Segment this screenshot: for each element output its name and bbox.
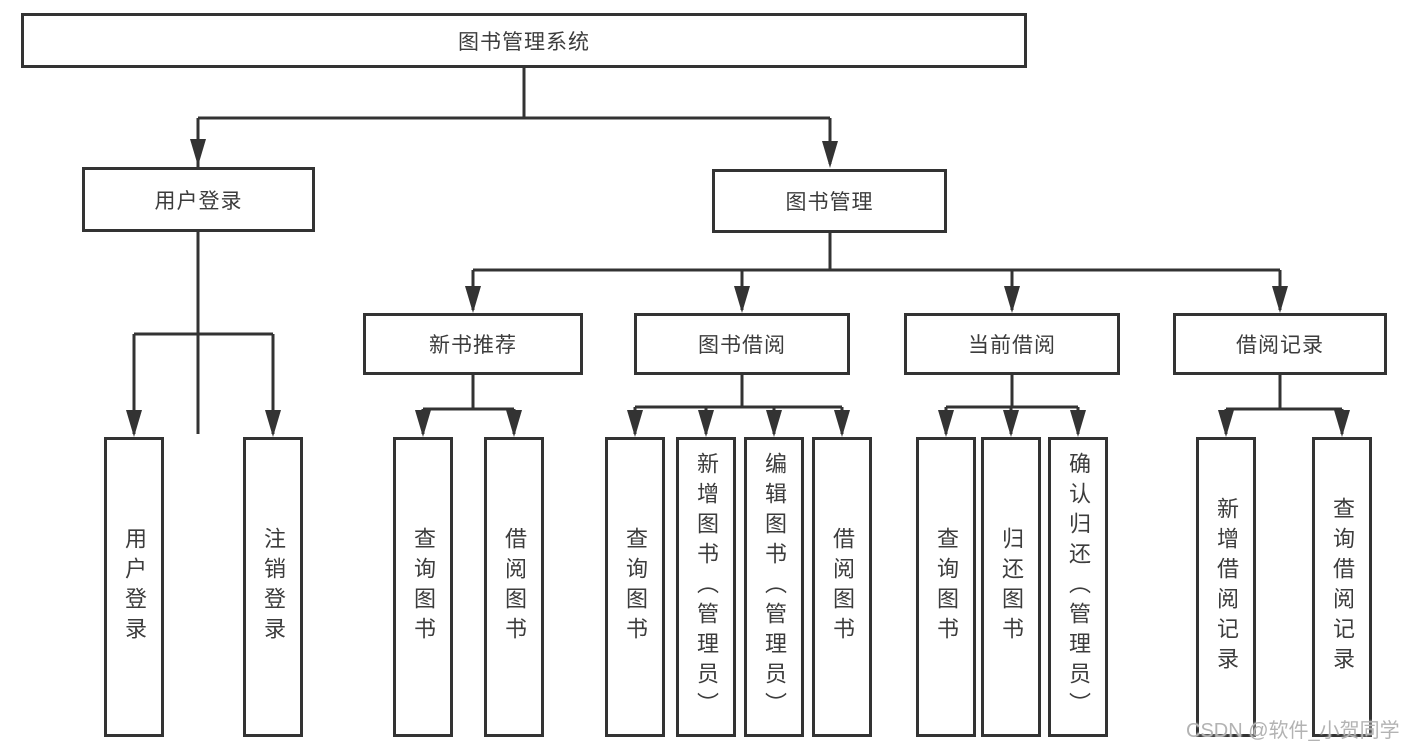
leaf-edit-books-admin: 编辑图书（管理员） <box>744 437 804 737</box>
csdn-watermark: CSDN @软件_小贺同学 <box>1186 720 1400 742</box>
arrowheads <box>126 139 1350 437</box>
leaf-label: 借阅图书 <box>502 527 527 647</box>
leaf-user-login: 用户登录 <box>104 437 164 737</box>
leaf-borrow-books-recommend: 借阅图书 <box>484 437 544 737</box>
node-current-borrow: 当前借阅 <box>904 313 1120 375</box>
leaf-query-books-borrow: 查询图书 <box>605 437 665 737</box>
leaf-add-books-admin: 新增图书（管理员） <box>676 437 736 737</box>
leaf-label: 查询图书 <box>411 527 436 647</box>
leaf-label: 查询借阅记录 <box>1330 497 1355 677</box>
leaf-label: 用户登录 <box>122 527 147 647</box>
leaf-label: 编辑图书（管理员） <box>762 452 787 722</box>
leaf-label: 注销登录 <box>261 527 286 647</box>
node-label: 借阅记录 <box>1236 334 1324 357</box>
node-label: 用户登录 <box>154 189 243 213</box>
leaf-label: 查询图书 <box>623 527 648 647</box>
node-label: 图书管理 <box>785 191 874 214</box>
leaf-confirm-return-admin: 确认归还（管理员） <box>1048 437 1108 737</box>
leaf-add-borrow-record: 新增借阅记录 <box>1196 437 1256 737</box>
leaf-query-books-recommend: 查询图书 <box>393 437 453 737</box>
leaf-label: 新增借阅记录 <box>1214 497 1239 677</box>
node-label: 新书推荐 <box>429 334 517 357</box>
leaf-label: 借阅图书 <box>830 527 855 647</box>
node-new-book-recommend: 新书推荐 <box>363 313 583 375</box>
leaf-query-borrow-record: 查询借阅记录 <box>1312 437 1372 737</box>
node-book-management: 图书管理 <box>712 169 947 233</box>
node-label: 图书借阅 <box>698 334 786 357</box>
leaf-query-books-current: 查询图书 <box>916 437 976 737</box>
leaf-label: 新增图书（管理员） <box>694 452 719 722</box>
node-label: 当前借阅 <box>968 334 1056 357</box>
node-user-login: 用户登录 <box>82 167 315 232</box>
leaf-borrow-books: 借阅图书 <box>812 437 872 737</box>
leaf-label: 查询图书 <box>934 527 959 647</box>
leaf-label: 归还图书 <box>999 527 1024 647</box>
node-book-borrow: 图书借阅 <box>634 313 850 375</box>
node-library-management-system: 图书管理系统 <box>21 13 1027 68</box>
node-label: 图书管理系统 <box>458 30 590 54</box>
leaf-label: 确认归还（管理员） <box>1066 452 1091 722</box>
leaf-return-books: 归还图书 <box>981 437 1041 737</box>
leaf-logout: 注销登录 <box>243 437 303 737</box>
node-borrow-records: 借阅记录 <box>1173 313 1387 375</box>
